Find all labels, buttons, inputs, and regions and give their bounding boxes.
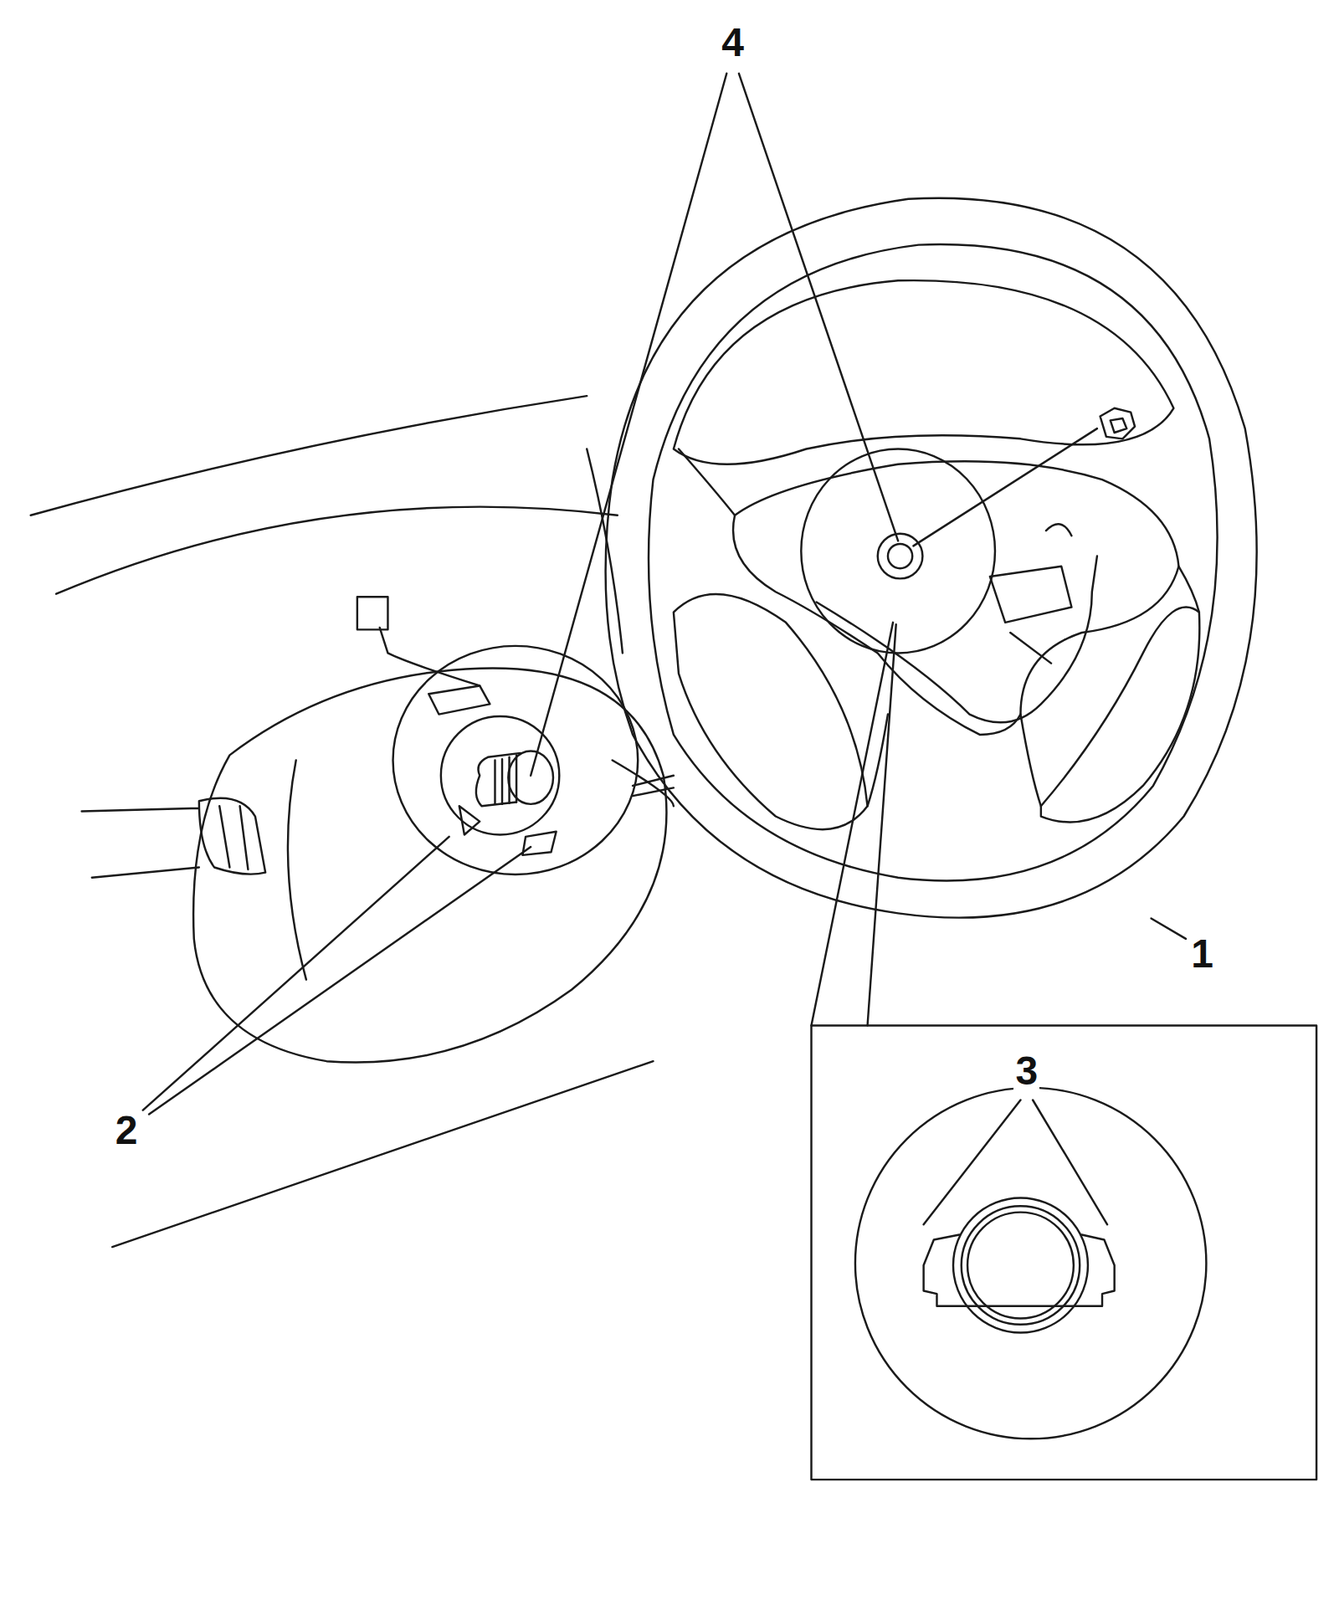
inset-frame — [810, 1025, 1317, 1480]
dash-line — [56, 507, 618, 595]
column-shroud-line — [287, 759, 307, 980]
lower-left-opening — [673, 594, 868, 830]
steering-wheel — [605, 198, 1257, 919]
steering-column — [82, 596, 674, 1062]
hub-nut-outer — [877, 533, 924, 580]
leader-4 — [530, 73, 898, 776]
wiper-stalk — [82, 798, 266, 878]
leader-1 — [1151, 918, 1186, 939]
callout-number: 3 — [1013, 1051, 1040, 1092]
airbag-pad — [733, 461, 1179, 735]
hub-nut-inner — [887, 543, 913, 569]
dash-line — [586, 449, 623, 654]
leader-2 — [143, 836, 531, 1115]
dashboard-outline — [30, 395, 654, 1247]
hub-boss — [800, 449, 996, 654]
inset-tabs — [923, 1234, 1115, 1306]
shaft-end — [507, 750, 554, 804]
spoke-edges — [678, 449, 1200, 807]
shaft-splines — [494, 754, 517, 805]
dash-line — [112, 1061, 653, 1247]
combination-switch — [393, 646, 639, 875]
connector-wire — [379, 627, 480, 687]
leader-3 — [923, 1100, 1108, 1226]
wheel-rim-inner — [648, 244, 1218, 881]
clock-spring-tab — [428, 685, 490, 714]
connector-plug — [357, 596, 389, 630]
callout-number: 2 — [113, 1110, 140, 1151]
horn-symbol — [990, 523, 1073, 663]
stalk-ribs — [219, 805, 248, 870]
steering-nut — [1100, 408, 1135, 440]
wheel-rim-outer — [605, 198, 1257, 919]
inset-shaft-ring — [967, 1212, 1074, 1319]
callout-number: 1 — [1189, 933, 1216, 975]
callout-leaders — [143, 73, 1186, 1225]
steering-shaft — [476, 753, 521, 806]
inset-hub-boss — [855, 1087, 1206, 1439]
detail-inset — [810, 622, 1317, 1480]
column-lines — [632, 775, 674, 796]
shaft-marks — [459, 805, 557, 856]
inset-shaft-ring — [953, 1198, 1088, 1334]
dash-line — [30, 395, 588, 516]
callout-number: 4 — [719, 22, 746, 63]
nut-leader — [913, 428, 1097, 546]
upper-spoke-opening — [673, 280, 1175, 465]
inset-leader — [810, 622, 896, 1027]
wheel-harness — [816, 556, 1098, 724]
